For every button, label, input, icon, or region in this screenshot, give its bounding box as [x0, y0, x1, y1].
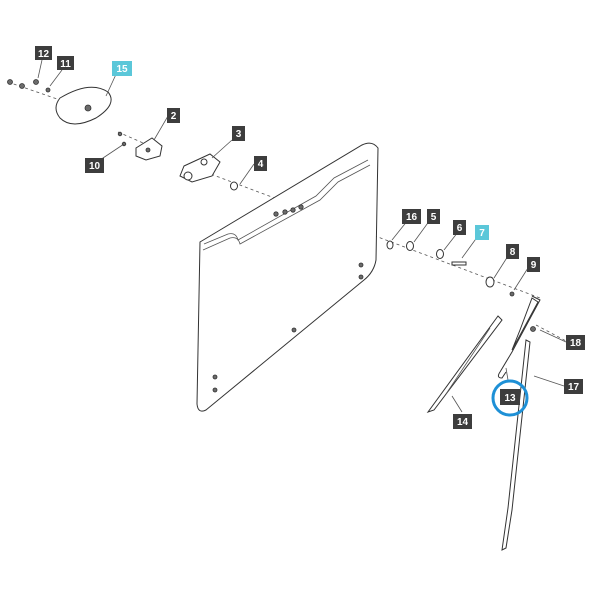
callout-15[interactable]: 15: [112, 61, 132, 76]
callout-5[interactable]: 5: [427, 209, 440, 224]
wiper-blade: [426, 315, 503, 413]
svg-text:18: 18: [570, 338, 582, 349]
motor-cover: [55, 86, 112, 125]
window-glass-panel: [196, 142, 379, 412]
svg-text:3: 3: [236, 129, 242, 140]
svg-text:8: 8: [510, 247, 516, 258]
washer-stack: [386, 240, 515, 297]
nut-hardware: [7, 79, 51, 93]
svg-text:9: 9: [531, 260, 537, 271]
wiper-motor: [179, 153, 221, 183]
callout-17[interactable]: 17: [564, 379, 583, 394]
svg-text:6: 6: [457, 223, 463, 234]
callout-7[interactable]: 7: [475, 225, 489, 240]
callout-16[interactable]: 16: [402, 209, 421, 224]
svg-text:5: 5: [431, 212, 437, 223]
callout-12[interactable]: 12: [35, 46, 52, 60]
callout-10[interactable]: 10: [85, 158, 104, 173]
svg-text:16: 16: [406, 212, 418, 223]
svg-text:17: 17: [568, 382, 580, 393]
callout-11[interactable]: 11: [57, 56, 74, 70]
callout-14[interactable]: 14: [453, 414, 472, 429]
grommet: [230, 181, 238, 191]
svg-text:2: 2: [171, 111, 177, 122]
callout-13-ring: [491, 379, 529, 417]
svg-text:14: 14: [457, 417, 469, 428]
svg-text:12: 12: [38, 49, 50, 60]
svg-text:10: 10: [89, 161, 101, 172]
svg-text:4: 4: [258, 159, 264, 170]
callout-2[interactable]: 2: [167, 108, 180, 123]
callout-13[interactable]: 13: [500, 389, 520, 405]
svg-text:13: 13: [504, 393, 516, 404]
callout-18[interactable]: 18: [566, 335, 585, 350]
svg-text:11: 11: [60, 59, 71, 70]
wiper-arm: [497, 295, 541, 379]
svg-text:7: 7: [479, 228, 485, 239]
callout-6[interactable]: 6: [453, 220, 466, 235]
wiper-bracket: [117, 131, 163, 161]
svg-text:15: 15: [116, 64, 128, 75]
callout-8[interactable]: 8: [506, 244, 519, 259]
callout-3[interactable]: 3: [232, 126, 245, 141]
wiper-rod: [501, 339, 531, 551]
callout-4[interactable]: 4: [254, 156, 267, 171]
callout-9[interactable]: 9: [527, 257, 540, 272]
